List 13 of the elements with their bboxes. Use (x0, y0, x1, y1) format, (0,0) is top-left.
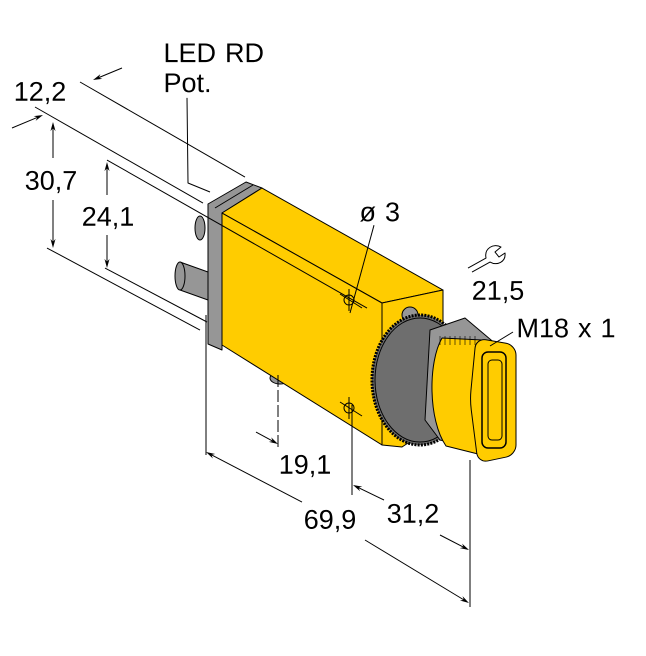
callout-label: M18 x 1 (518, 318, 614, 338)
dimension-label: 69,9 (305, 510, 355, 532)
dimension-label: 24,1 (83, 206, 133, 230)
dimension-label: 21,5 (473, 280, 524, 304)
dimension-label: 31,2 (388, 504, 438, 526)
leader-line (186, 97, 210, 192)
callout-label: LED RD Pot. (166, 44, 263, 92)
dimension-label: 19,1 (280, 454, 330, 478)
dimension-label: 12,2 (16, 82, 65, 104)
leader-line (350, 224, 374, 314)
dimension-label: 30,7 (26, 170, 76, 194)
leader-line (490, 332, 514, 346)
callout-label: ø 3 (360, 202, 399, 222)
